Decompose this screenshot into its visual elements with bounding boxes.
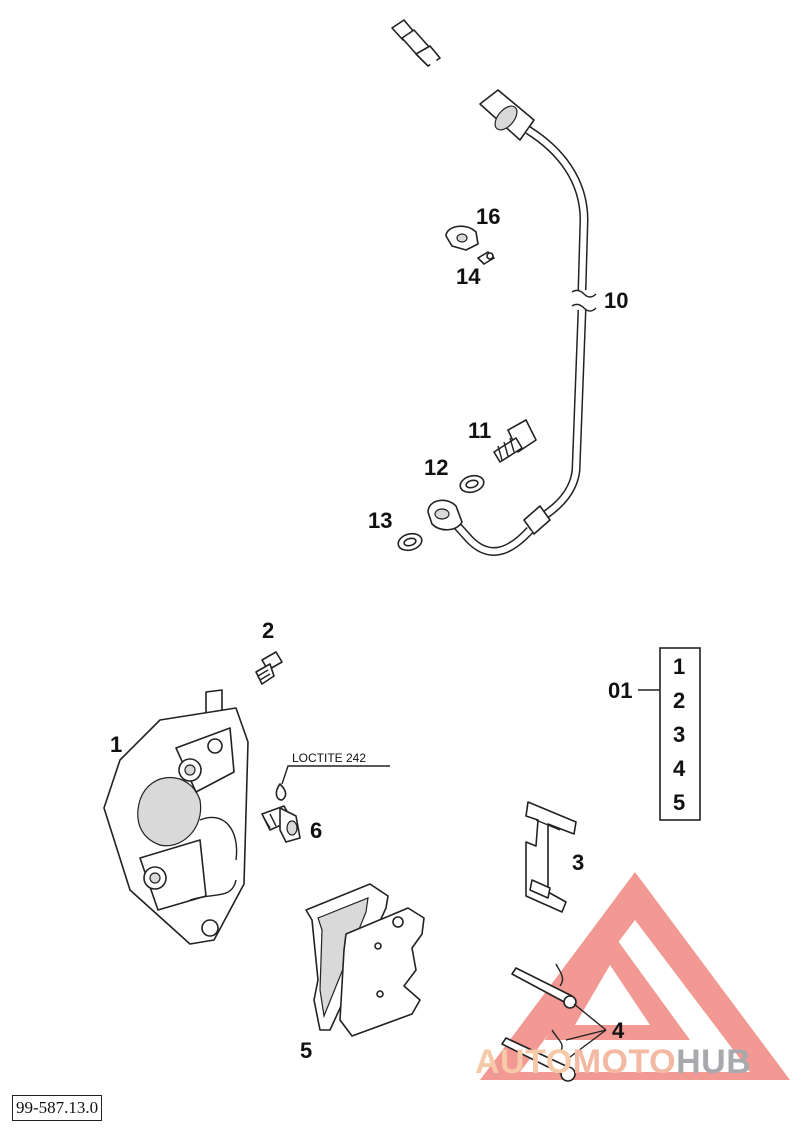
diagram-code: 99-587.13.0 [12,1095,103,1121]
pad-pins [501,963,607,1082]
callout-2: 2 [262,618,274,643]
clamp-screw [477,251,495,265]
sealing-washer-upper [459,474,485,494]
kit-item: 4 [673,756,686,781]
kit-label: 01 [608,678,632,703]
banjo-bolt [493,419,537,463]
callout-4: 4 [612,1018,625,1043]
callout-11: 11 [468,418,491,443]
kit-item: 2 [673,688,685,713]
callout-10: 10 [604,288,628,313]
watermark-logo [480,872,790,1080]
callout-16: 16 [476,204,500,229]
callout-6: 6 [310,818,322,843]
brake-pads [305,883,425,1037]
bleed-nipple [255,651,283,685]
watermark-text: AUTOMOTOHUB [475,1043,752,1081]
brake-hose [391,19,597,556]
caliper-bolt [261,765,390,843]
pad-spring [525,801,577,913]
callout-5: 5 [300,1038,312,1063]
callout-13: 13 [368,508,392,533]
loctite-note: LOCTITE 242 [292,751,366,765]
kit-item: 1 [673,654,685,679]
kit-item: 5 [673,790,685,815]
kit-bracket [638,647,701,821]
sealing-washer-lower [397,532,423,552]
callout-12: 12 [424,455,448,480]
callout-1: 1 [110,732,122,757]
kit-item: 3 [673,722,685,747]
callout-14: 14 [456,264,481,289]
brake-caliper [103,689,249,945]
hose-clamp [445,225,479,251]
callout-3: 3 [572,850,584,875]
